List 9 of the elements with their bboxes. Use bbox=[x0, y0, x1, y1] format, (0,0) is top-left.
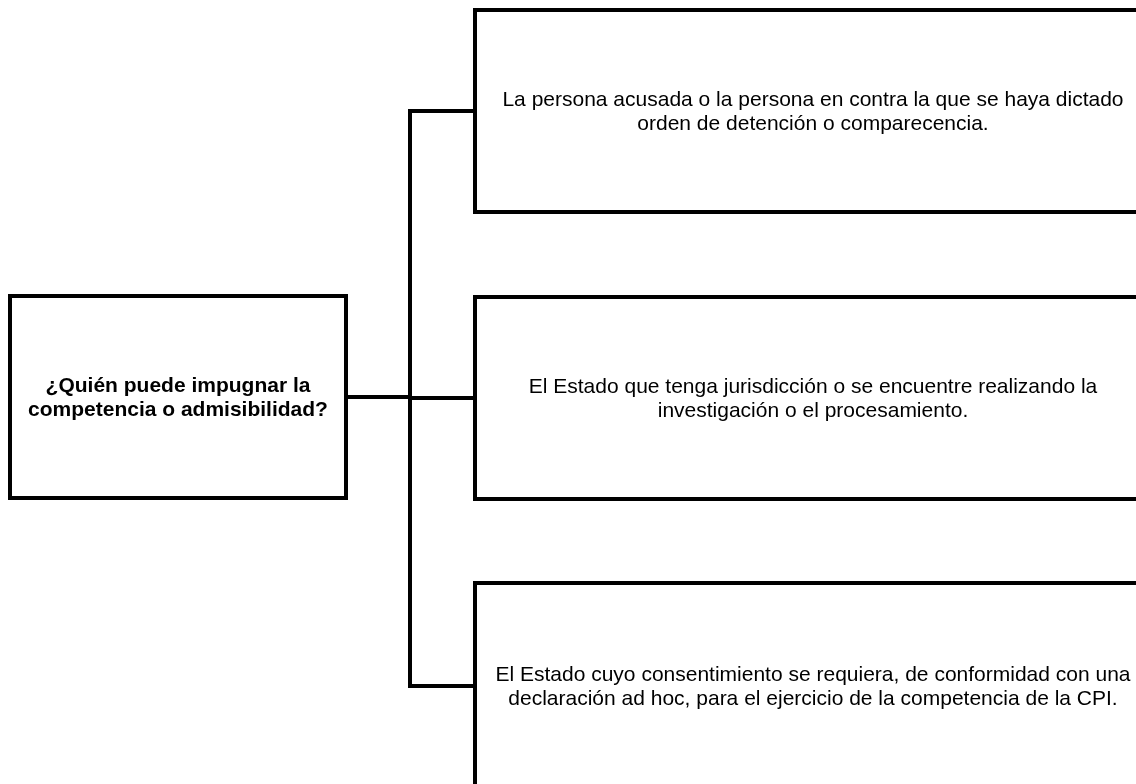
answer-box bbox=[473, 8, 1136, 214]
answer-text: La persona acusada o la persona en contra la que se haya dictado orden de detención o comparecencia. bbox=[501, 87, 1125, 135]
question-text: ¿Quién puede impugnar la competencia o admisibilidad? bbox=[27, 373, 329, 421]
answer-text: El Estado que tenga jurisdicción o se encuentre realizando la investigación o el procesamiento. bbox=[527, 374, 1099, 422]
answer-text: El Estado cuyo consentimiento se requiera, de conformidad con una declaración ad hoc, para el ejercicio de la competencia de la CPI. bbox=[494, 662, 1132, 710]
question-box bbox=[8, 294, 348, 500]
connector-line bbox=[348, 395, 473, 688]
answer-box bbox=[473, 295, 1136, 501]
answer-box bbox=[473, 581, 1136, 784]
